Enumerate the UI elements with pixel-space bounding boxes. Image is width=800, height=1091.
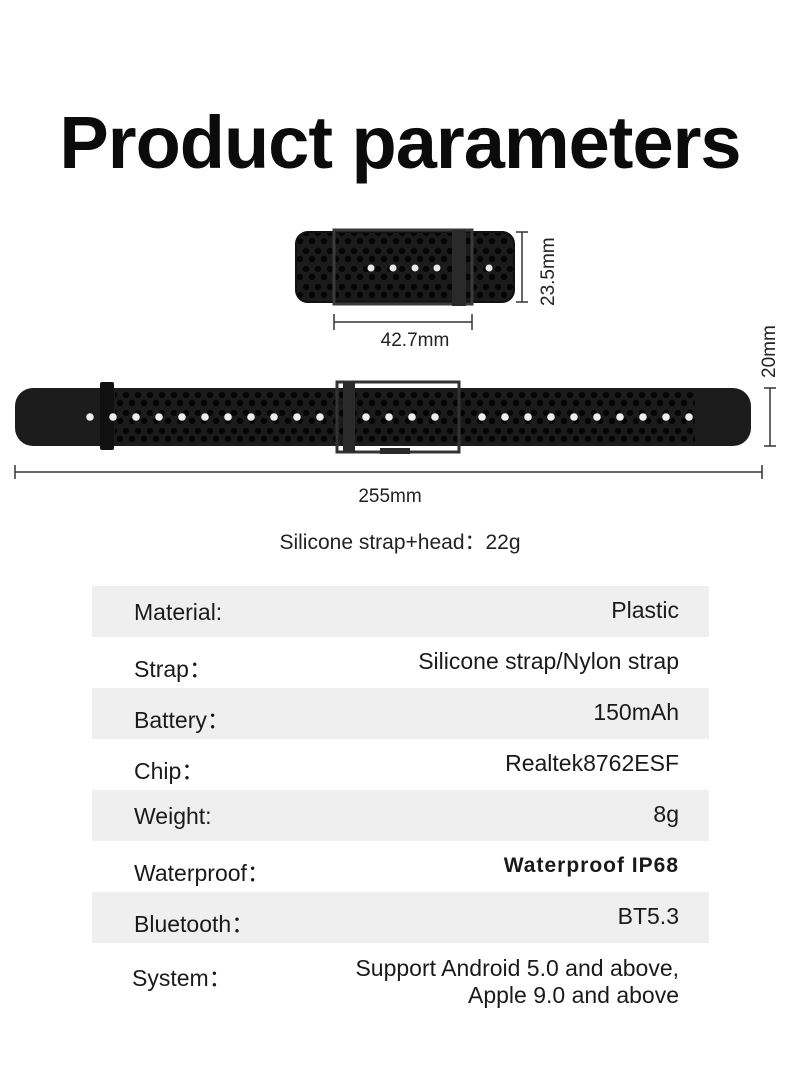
strap-hole	[155, 413, 163, 421]
param-value: Realtek8762ESF	[505, 750, 679, 776]
strap-hole	[478, 413, 486, 421]
param-label: System：	[132, 965, 232, 991]
strap-hole	[685, 413, 693, 421]
strap-hole	[362, 413, 370, 421]
head-height-label: 23.5mm	[538, 237, 559, 306]
band-head-view: 23.5mm 42.7mm	[295, 228, 559, 351]
full-strap-view: 20mm 255mm	[14, 325, 780, 507]
param-label: Material:	[134, 599, 223, 625]
param-row-bluetooth: Bluetooth： BT5.3	[92, 892, 709, 943]
param-value: Plastic	[611, 597, 679, 623]
strap-hole	[593, 413, 601, 421]
param-row-waterproof: Waterproof： Waterproof IP68	[92, 841, 709, 892]
weight-note: Silicone strap+head：22g	[279, 531, 521, 554]
strap-hole	[639, 413, 647, 421]
strap-hole	[316, 413, 324, 421]
strap-hole	[547, 413, 555, 421]
strap-length-label: 255mm	[358, 486, 421, 507]
strap-hole	[662, 413, 670, 421]
strap-width-label: 20mm	[759, 325, 780, 378]
strap-hole	[178, 413, 186, 421]
param-row-battery: Battery： 150mAh	[92, 688, 709, 739]
product-dimension-diagram: 23.5mm 42.7mm 20mm 255mm	[0, 210, 800, 530]
strap-hole	[570, 413, 578, 421]
strap-hole	[408, 413, 416, 421]
param-row-chip: Chip： Realtek8762ESF	[92, 739, 709, 790]
param-label: Chip：	[134, 758, 205, 784]
param-label: Waterproof：	[134, 860, 270, 886]
param-value: 150mAh	[593, 699, 679, 725]
param-value-line: Support Android 5.0 and above,	[355, 955, 679, 981]
param-row-weight: Weight: 8g	[92, 790, 709, 841]
param-value: BT5.3	[617, 903, 679, 929]
strap-hole	[501, 413, 509, 421]
strap-hole	[109, 413, 117, 421]
param-label: Bluetooth：	[134, 911, 255, 937]
param-value-line: Apple 9.0 and above	[467, 982, 679, 1008]
strap-hole	[616, 413, 624, 421]
param-row-strap: Strap： Silicone strap/Nylon strap	[92, 637, 709, 688]
param-row-system: System： Support Android 5.0 and above, A…	[92, 943, 709, 1023]
strap-hole	[86, 413, 94, 421]
param-value: Silicone strap/Nylon strap	[418, 648, 679, 674]
strap-hole	[201, 413, 209, 421]
strap-hole	[224, 413, 232, 421]
param-row-material: Material: Plastic	[92, 586, 709, 637]
parameter-table: Material: Plastic Strap： Silicone strap/…	[92, 586, 709, 1023]
strap-hole	[524, 413, 532, 421]
strap-hole	[247, 413, 255, 421]
strap-hole	[293, 413, 301, 421]
band-illustration: 23.5mm 42.7mm 20mm 255mm	[14, 228, 780, 507]
param-label: Strap：	[134, 656, 212, 682]
strap-hole	[132, 413, 140, 421]
page-title: Product parameters	[59, 101, 741, 184]
param-value: 8g	[653, 801, 679, 827]
param-label: Battery：	[134, 707, 230, 733]
param-label: Weight:	[134, 803, 212, 829]
param-value: Waterproof IP68	[503, 854, 679, 877]
strap-hole	[385, 413, 393, 421]
param-value: Support Android 5.0 and above, Apple 9.0…	[355, 955, 679, 1009]
strap-hole	[431, 413, 439, 421]
head-width-label: 42.7mm	[381, 330, 450, 351]
strap-hole	[270, 413, 278, 421]
